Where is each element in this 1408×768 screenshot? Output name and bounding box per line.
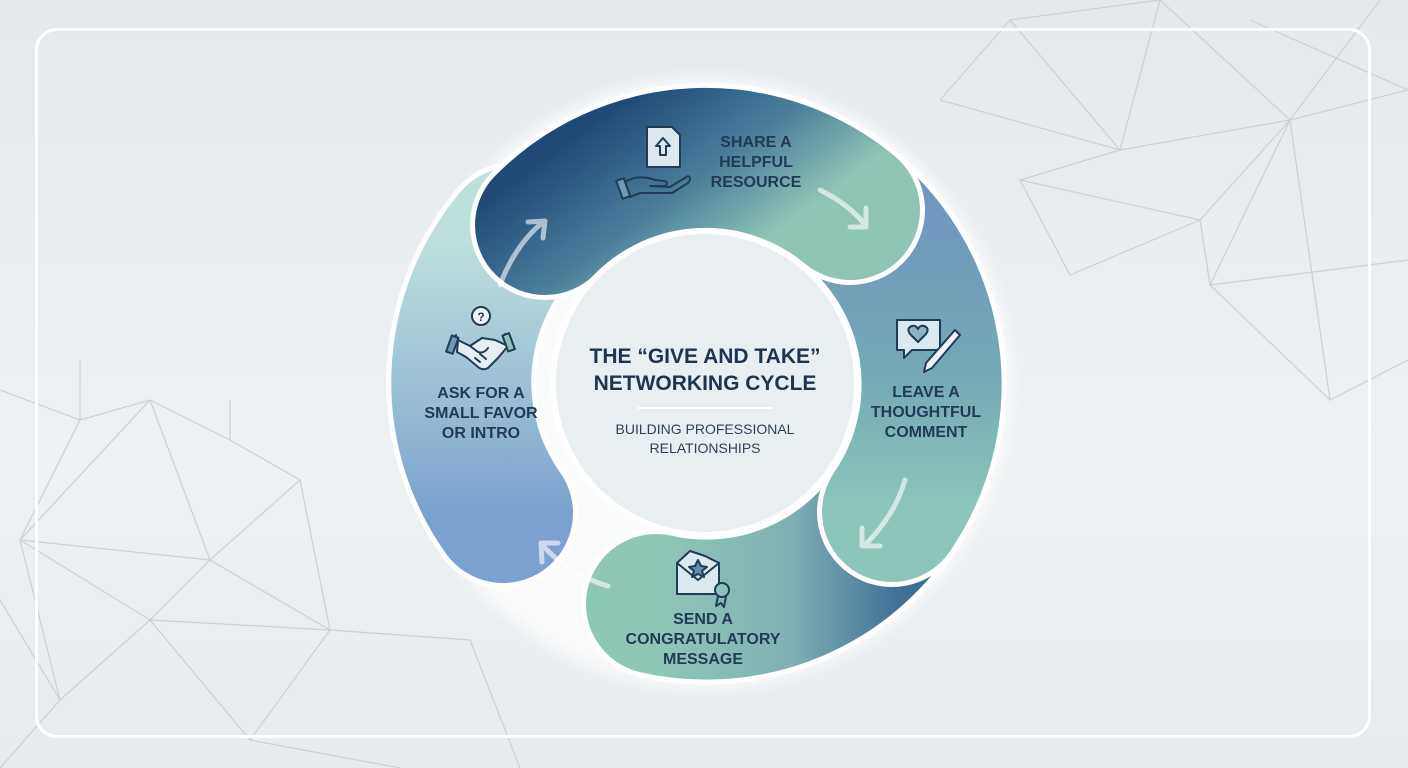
center-circle	[550, 228, 860, 538]
outer-frame	[35, 28, 1371, 738]
label-line: MESSAGE	[662, 651, 744, 668]
diagram-subtitle: BUILDING PROFESSIONAL RELATIONSHIPS	[616, 420, 795, 458]
heart-comment-pencil-icon	[896, 319, 961, 373]
handshake-question-icon: ?	[445, 306, 516, 371]
step-share-resource-label: SHARE A HELPFUL RESOURCE	[711, 133, 802, 193]
label-line: HELPFUL	[719, 154, 793, 171]
label-line: ASK FOR A	[437, 385, 525, 402]
label-line: RESOURCE	[710, 174, 802, 191]
segment-share-resource	[475, 87, 920, 295]
arrow-icon-down-left	[859, 477, 908, 549]
label-line: SMALL FAVOR	[424, 405, 538, 422]
arrow-icon-up-left	[538, 540, 611, 589]
hand-document-upload-icon	[615, 126, 691, 200]
envelope-star-badge-icon	[676, 550, 730, 608]
step-send-message-label: SEND A CONGRATULATORY MESSAGE	[626, 610, 781, 670]
label-line: LEAVE A	[892, 384, 960, 401]
label-line: COMMENT	[884, 424, 968, 441]
arrow-icon-up-right	[497, 218, 548, 288]
step-leave-comment-label: LEAVE A THOUGHTFUL COMMENT	[871, 383, 981, 443]
label-line: CONGRATULATORY	[625, 631, 781, 648]
label-line: OR INTRO	[441, 425, 521, 442]
label-line: THOUGHTFUL	[870, 404, 982, 421]
step-ask-favor-label: ASK FOR A SMALL FAVOR OR INTRO	[424, 384, 537, 444]
label-line: SHARE A	[720, 134, 792, 151]
label-line: SEND A	[673, 611, 733, 628]
arrow-icon-down-right	[817, 187, 869, 230]
subtitle-line: RELATIONSHIPS	[649, 440, 761, 456]
svg-text:?: ?	[477, 310, 484, 324]
title-line: THE “GIVE AND TAKE”	[589, 345, 821, 368]
title-divider	[638, 407, 772, 409]
title-line: NETWORKING CYCLE	[593, 372, 817, 395]
diagram-title: THE “GIVE AND TAKE” NETWORKING CYCLE	[589, 343, 820, 397]
subtitle-line: BUILDING PROFESSIONAL	[615, 421, 795, 437]
